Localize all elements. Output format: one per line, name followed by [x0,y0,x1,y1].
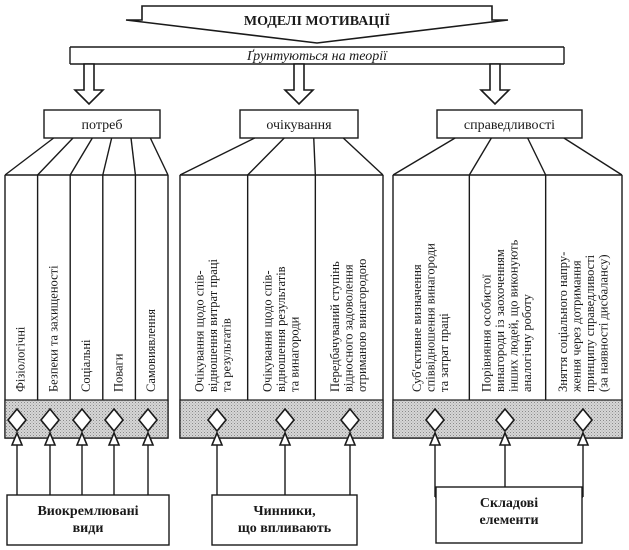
theory-label-2: очікування [266,118,332,133]
factor-text-line: Порівняння особистої [480,274,494,392]
base-label-text: що впливають [238,521,332,536]
base-label-text: елементи [479,513,538,528]
theory-band: Ґрунтуються на теорії [69,46,565,65]
theory-label-3: справедливості [464,118,555,133]
factor-text-line: Очікування щодо спів- [193,271,207,393]
factor-2-1: Очікування щодо спів-відношення витрат п… [193,258,234,392]
base-label-box-1 [6,494,170,546]
factor-text-line: Очікування щодо спів- [260,271,274,393]
base-label-text: Складові [480,496,538,511]
theory-header-box-3 [436,109,583,139]
factor-text-line: та результатів [220,318,234,392]
base-label-text: види [73,521,104,536]
factor-2-2: Очікування щодо спів-відношення результа… [260,266,301,392]
factor-text-line: інших людей, що виконують [507,240,521,392]
theory-header-box-1 [43,109,161,139]
factor-1-2: Безпеки та захищеності [46,265,60,392]
factor-text-line: аналогічну роботу [520,293,534,392]
title-arrow-shape [125,5,509,44]
diagram-title: МОДЕЛІ МОТИВАЦІЇ [244,13,390,29]
diagram-subtitle: Ґрунтуються на теорії [246,48,388,64]
factor-text-line: відношення витрат праці [206,258,220,392]
factor-text-line: Суб'єктивне визначення [410,264,424,392]
factor-text-line: отриманою винагородою [355,259,369,392]
factor-1-3: Соціальні [79,339,93,392]
factor-text-line: Самовиявлення [144,309,158,392]
factor-text-line: Соціальні [79,339,93,392]
base-label-text: Виокремлювані [37,504,138,519]
base-label-box-3 [435,486,583,544]
factor-1-5: Самовиявлення [144,309,158,392]
base-label-text: Чинники, [253,504,315,519]
factor-text-line: та затрат праці [437,313,451,392]
factor-text-line: Поваги [111,353,125,392]
factor-text-line: ження через дотримання [569,260,583,393]
band-arrows [73,63,511,106]
factor-text-line: співвідношення винагороди [424,243,438,392]
factor-text-line: відношення результатів [274,266,288,392]
factor-text-line: Передбачуваний ступінь [328,261,342,392]
factor-text-line: Безпеки та захищеності [46,265,60,392]
factor-1-1: Фізіологічні [14,326,28,392]
factor-text-line: відносного задоволення [342,264,356,392]
factor-text-line: (за наявності дисбалансу) [596,254,610,392]
factor-text-line: принципу справедливості [583,254,597,392]
title-banner: МОДЕЛІ МОТИВАЦІЇ [125,5,509,44]
factor-1-4: Поваги [111,353,125,392]
factor-text-line: Зняття соціального напру- [556,252,570,392]
factor-text-line: винагороди із заохоченням [493,249,507,392]
theory-header-box-2 [239,109,359,139]
factor-3-3: Зняття соціального напру-ження через дот… [556,252,611,393]
factor-text-line: та винагороди [287,316,301,392]
theory-label-1: потреб [82,118,123,133]
base-label-box-2 [211,494,358,546]
factor-text-line: Фізіологічні [14,326,28,392]
